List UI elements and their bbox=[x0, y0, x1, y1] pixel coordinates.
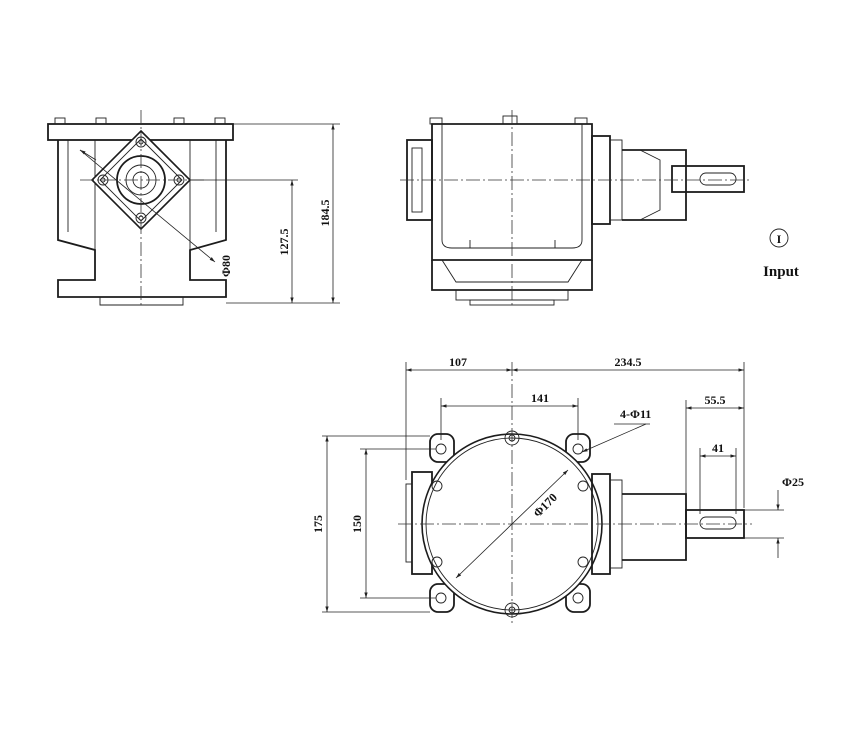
bolt-spacing-vertical-label: 150 bbox=[350, 515, 364, 533]
shaft-center-height-label: 127.5 bbox=[277, 229, 291, 256]
side-view bbox=[400, 110, 752, 306]
input-label: Input bbox=[763, 264, 799, 280]
top-bolts bbox=[54, 117, 226, 125]
flange-diameter-label: Φ80 bbox=[219, 255, 233, 277]
input-marker: I Input bbox=[763, 228, 799, 280]
shaft-diameter-label: Φ25 bbox=[782, 475, 804, 489]
keyway-length-label: 41 bbox=[712, 441, 724, 455]
input-marker-symbol: I bbox=[777, 232, 782, 246]
top-view: 107 234.5 141 4-Φ11 55.5 41 Φ25 Φ170 bbox=[311, 355, 804, 624]
front-view: Φ80 184.5 127.5 bbox=[47, 110, 340, 306]
overall-depth-label: 175 bbox=[311, 515, 325, 533]
shaft-length-label: 55.5 bbox=[705, 393, 726, 407]
left-extent-label: 107 bbox=[449, 355, 467, 369]
overall-height-label: 184.5 bbox=[318, 200, 332, 227]
bolt-spacing-horizontal-label: 141 bbox=[531, 391, 549, 405]
bolt-holes-label: 4-Φ11 bbox=[620, 407, 651, 421]
right-extent-label: 234.5 bbox=[615, 355, 642, 369]
